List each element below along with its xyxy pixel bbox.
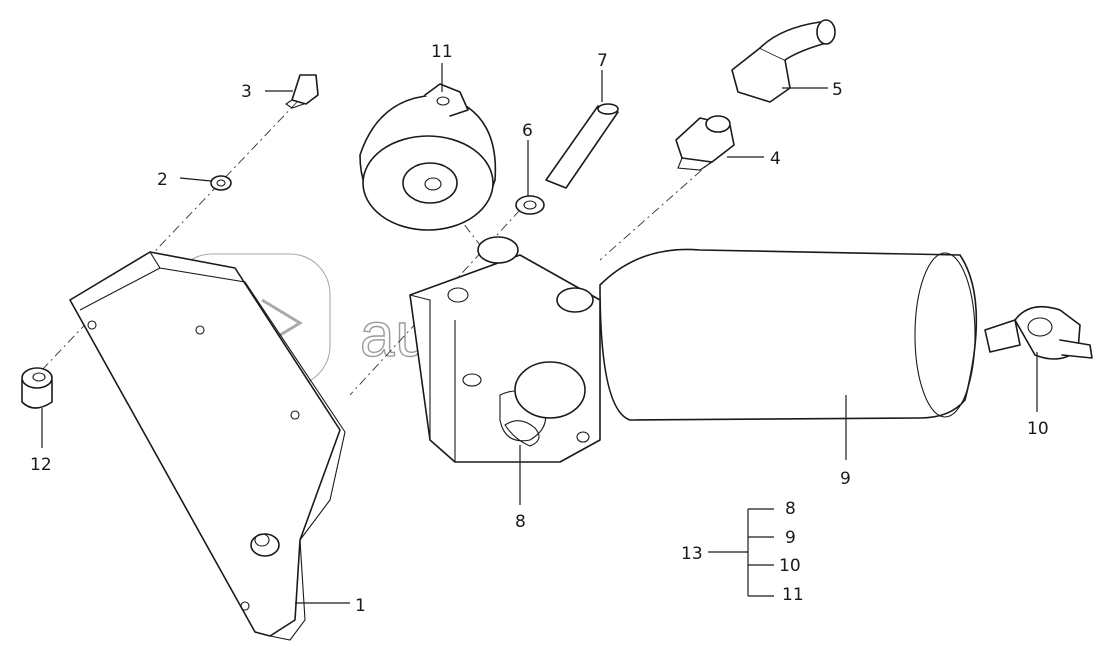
assembly-part-8: 8	[785, 499, 796, 519]
callout-5: 5	[832, 80, 843, 100]
washer-part-6	[515, 195, 545, 215]
washer-part-2	[210, 175, 232, 191]
spacer-part-12	[21, 367, 53, 409]
bracket-part-1	[69, 251, 346, 641]
fitting-part-4	[675, 115, 735, 171]
filter-head-part-8	[409, 236, 601, 463]
callout-9: 9	[840, 469, 851, 489]
callout-4: 4	[770, 149, 781, 169]
callout-2: 2	[157, 170, 168, 190]
callout-10: 10	[1027, 419, 1049, 439]
callout-11: 11	[431, 42, 453, 62]
assembly-label-13: 13	[681, 544, 703, 564]
assembly-part-9: 9	[785, 528, 796, 548]
callout-1: 1	[355, 596, 366, 616]
callout-12: 12	[30, 455, 52, 475]
leader-lines	[41, 63, 1038, 604]
callout-labels: 1 2 3 4 5 6 7 8 9 10 11 12 13 8 9 10 11	[30, 42, 1049, 616]
cover-cap-part-11	[359, 83, 497, 231]
assembly-part-10: 10	[779, 556, 801, 576]
callout-7: 7	[597, 51, 608, 71]
filter-canister-part-9	[599, 248, 978, 421]
callout-8: 8	[515, 512, 526, 532]
elbow-fitting-part-5	[731, 19, 836, 103]
assembly-part-11: 11	[782, 585, 804, 605]
connector-part-10	[984, 305, 1093, 360]
pin-part-7	[545, 103, 619, 189]
callout-3: 3	[241, 82, 252, 102]
callout-6: 6	[522, 121, 533, 141]
bolt-part-3	[285, 74, 319, 109]
